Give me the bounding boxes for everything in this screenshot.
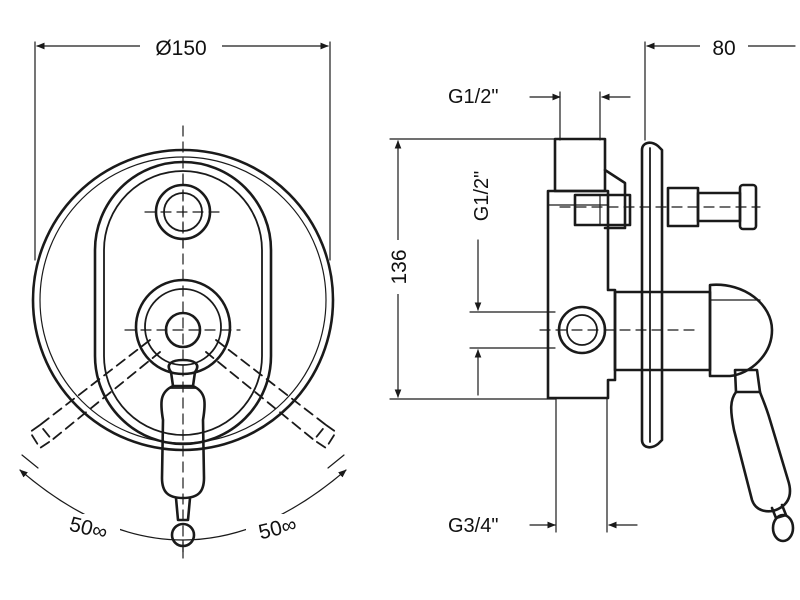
diameter-label: Ø150 bbox=[155, 37, 206, 60]
side-inlet-label: G1/2" bbox=[471, 171, 493, 221]
depth-label: 80 bbox=[712, 37, 735, 60]
side-inlet-callout: G1/2" bbox=[469, 171, 556, 396]
depth-dimension: 80 bbox=[644, 34, 796, 141]
front-view: Ø150 bbox=[19, 34, 347, 559]
angle-dimension: 50∞ 50∞ bbox=[19, 469, 347, 559]
outlet-label: G3/4" bbox=[448, 515, 498, 537]
height-dimension: 136 bbox=[384, 138, 556, 400]
mixer-hub bbox=[124, 278, 241, 376]
handle-hub bbox=[708, 283, 774, 378]
top-inlet-label: G1/2" bbox=[448, 86, 498, 108]
side-lever bbox=[729, 368, 795, 543]
diverter-stem bbox=[559, 168, 761, 231]
outlet-callout: G3/4" bbox=[448, 397, 638, 537]
body-outlet bbox=[539, 305, 701, 355]
top-inlet-box bbox=[553, 137, 607, 193]
height-label: 136 bbox=[388, 249, 411, 284]
side-escutcheon bbox=[640, 141, 664, 449]
top-inlet-callout: G1/2" bbox=[448, 86, 631, 141]
front-lever-handle bbox=[160, 358, 206, 548]
valve-body bbox=[546, 189, 617, 400]
side-view: 80 136 G1/2" G1/2" G3/4" bbox=[384, 34, 796, 543]
swing-positions bbox=[21, 339, 345, 469]
diameter-dimension: Ø150 bbox=[34, 34, 331, 261]
